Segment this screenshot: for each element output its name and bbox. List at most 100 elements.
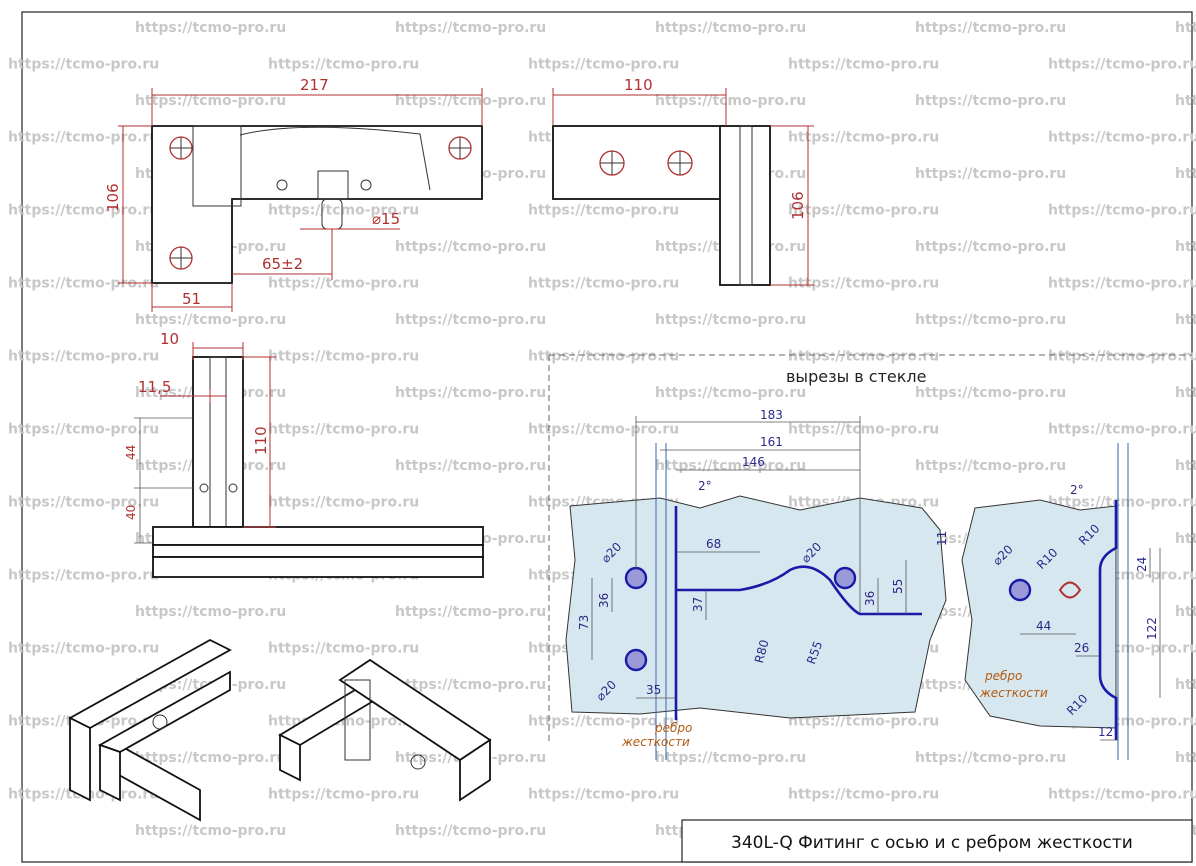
watermark-text: https://tcmo-pro.ru xyxy=(788,787,939,803)
watermark-text: https://tcmo-pro.ru xyxy=(8,641,159,657)
watermark-text: https://tcmo-pro.ru xyxy=(1175,239,1196,255)
watermark-text: https://tcmo-pro.ru xyxy=(528,422,679,438)
right-dim-12: 12 xyxy=(1098,725,1113,739)
watermark-text: https://tcmo-pro.ru xyxy=(1175,93,1196,109)
watermark-text: https://tcmo-pro.ru xyxy=(268,57,419,73)
right-rib-label-1: ребро xyxy=(984,669,1022,683)
left-angle: 2° xyxy=(698,479,712,493)
watermark-text: https://tcmo-pro.ru xyxy=(1175,312,1196,328)
left-dim-35: 35 xyxy=(646,683,661,697)
watermark-text: https://tcmo-pro.ru xyxy=(528,787,679,803)
left-dim-11: 11 xyxy=(935,531,949,546)
left-rib-label-2: жесткости xyxy=(621,735,690,749)
watermark-text: https://tcmo-pro.ru xyxy=(1048,57,1196,73)
watermark-text: https://tcmo-pro.ru xyxy=(788,422,939,438)
watermark-text: https://tcmo-pro.ru xyxy=(655,93,806,109)
watermark-text: https://tcmo-pro.ru xyxy=(528,57,679,73)
watermark-text: https://tcmo-pro.ru xyxy=(915,239,1066,255)
watermark-text: https://tcmo-pro.ru xyxy=(135,823,286,839)
watermark-text: https://tcmo-pro.ru xyxy=(528,714,679,730)
watermark-text: https://tcmo-pro.ru xyxy=(8,130,159,146)
left-cutout-hole-1 xyxy=(624,566,648,590)
watermark-text: https://tcmo-pro.ru xyxy=(1175,458,1196,474)
isometric-view-left xyxy=(68,638,232,822)
watermark-text: https://tcmo-pro.ru xyxy=(268,787,419,803)
left-dim-36a: 36 xyxy=(597,593,611,608)
front-view-dim-height: 110 xyxy=(252,426,270,455)
front-view-dim-gap: 10 xyxy=(160,330,179,348)
watermark-text: https://tcmo-pro.ru xyxy=(268,641,419,657)
top-view-dim-pin: ⌀15 xyxy=(372,210,400,228)
watermark-text: https://tcmo-pro.ru xyxy=(915,312,1066,328)
watermark-text: https://tcmo-pro.ru xyxy=(135,312,286,328)
watermark-text: https://tcmo-pro.ru xyxy=(1175,677,1196,693)
front-view-clamp xyxy=(192,356,244,528)
watermark-text: https://tcmo-pro.ru xyxy=(135,20,286,36)
watermark-text: https://tcmo-pro.ru xyxy=(915,166,1066,182)
watermark-text: https://tcmo-pro.ru xyxy=(1048,203,1196,219)
top-view-dim-arm: 51 xyxy=(182,290,201,308)
side-view-axis xyxy=(739,125,753,286)
right-dim-44: 44 xyxy=(1036,619,1051,633)
watermark-text: https://tcmo-pro.ru xyxy=(915,385,1066,401)
watermark-text: https://tcmo-pro.ru xyxy=(8,495,159,511)
front-view-plate-bottom xyxy=(152,556,484,578)
watermark-text: https://tcmo-pro.ru xyxy=(395,458,546,474)
watermark-text: https://tcmo-pro.ru xyxy=(528,276,679,292)
cutouts-panel: вырезы в стекле 183 161 146 2° 68 ⌀20 ⌀2… xyxy=(548,354,1192,760)
top-view-hinge xyxy=(192,125,242,207)
left-cutout-hole-3 xyxy=(833,566,857,590)
top-view-screw-1 xyxy=(276,179,288,191)
watermark-text: https://tcmo-pro.ru xyxy=(655,312,806,328)
watermark-text: https://tcmo-pro.ru xyxy=(915,93,1066,109)
watermark-text: https://tcmo-pro.ru xyxy=(788,57,939,73)
watermark-text: https://tcmo-pro.ru xyxy=(8,422,159,438)
side-view-dim-width: 110 xyxy=(624,76,653,94)
watermark-text: https://tcmo-pro.ru xyxy=(8,203,159,219)
watermark-text: https://tcmo-pro.ru xyxy=(1175,20,1196,36)
watermark-text: https://tcmo-pro.ru xyxy=(8,568,159,584)
top-view-dim-axis: 65±2 xyxy=(262,255,303,273)
watermark-text: https://tcmo-pro.ru xyxy=(395,823,546,839)
watermark-text: https://tcmo-pro.ru xyxy=(788,714,939,730)
watermark-text: https://tcmo-pro.ru xyxy=(395,677,546,693)
left-cutout-outline xyxy=(674,506,922,720)
watermark-text: https://tcmo-pro.ru xyxy=(655,750,806,766)
right-glass-panel xyxy=(961,499,1117,729)
right-angle: 2° xyxy=(1070,483,1084,497)
sheet-frame xyxy=(21,11,1193,863)
left-dim-183: 183 xyxy=(760,408,783,422)
watermark-text: https://tcmo-pro.ru xyxy=(268,422,419,438)
top-view-dim-width: 217 xyxy=(300,76,329,94)
title-block-text: 340L-Q Фитинг с осью и с ребром жесткост… xyxy=(731,833,1133,853)
watermark-text: https://tcmo-pro.ru xyxy=(135,93,286,109)
watermark-text: https://tcmo-pro.ru xyxy=(135,604,286,620)
top-view: 217 106 51 65±2 ⌀15 xyxy=(104,76,483,312)
side-view: 110 106 xyxy=(552,76,814,286)
left-glass-panel xyxy=(565,495,947,719)
left-rib-label-1: ребро xyxy=(654,721,692,735)
watermark-text: https://tcmo-pro.ru xyxy=(1048,130,1196,146)
cutouts-heading: вырезы в стекле xyxy=(786,367,927,386)
watermark-text: https://tcmo-pro.ru xyxy=(1048,276,1196,292)
front-view-dim-40: 40 xyxy=(124,505,138,520)
top-view-dim-height: 106 xyxy=(104,183,122,212)
watermark-text: https://tcmo-pro.ru xyxy=(1175,750,1196,766)
watermark-text: https://tcmo-pro.ru xyxy=(395,385,546,401)
watermark-text: https://tcmo-pro.ru xyxy=(788,203,939,219)
watermark-text: https://tcmo-pro.ru xyxy=(655,385,806,401)
watermark-text: https://tcmo-pro.ru xyxy=(788,276,939,292)
left-dim-146: 146 xyxy=(742,455,765,469)
top-view-screw-2 xyxy=(360,179,372,191)
left-dim-36b: 36 xyxy=(863,591,877,606)
watermark-text: https://tcmo-pro.ru xyxy=(1175,166,1196,182)
watermark-text: https://tcmo-pro.ru xyxy=(528,203,679,219)
watermark-text: https://tcmo-pro.ru xyxy=(395,312,546,328)
left-cutout-hole-2 xyxy=(624,648,648,672)
watermark-text: https://tcmo-pro.ru xyxy=(915,458,1066,474)
right-dim-122: 122 xyxy=(1145,617,1159,640)
side-view-body xyxy=(552,125,727,200)
front-view-plate-top xyxy=(152,526,484,546)
watermark-text: https://tcmo-pro.ru xyxy=(915,20,1066,36)
watermark-text: https://tcmo-pro.ru xyxy=(1175,385,1196,401)
